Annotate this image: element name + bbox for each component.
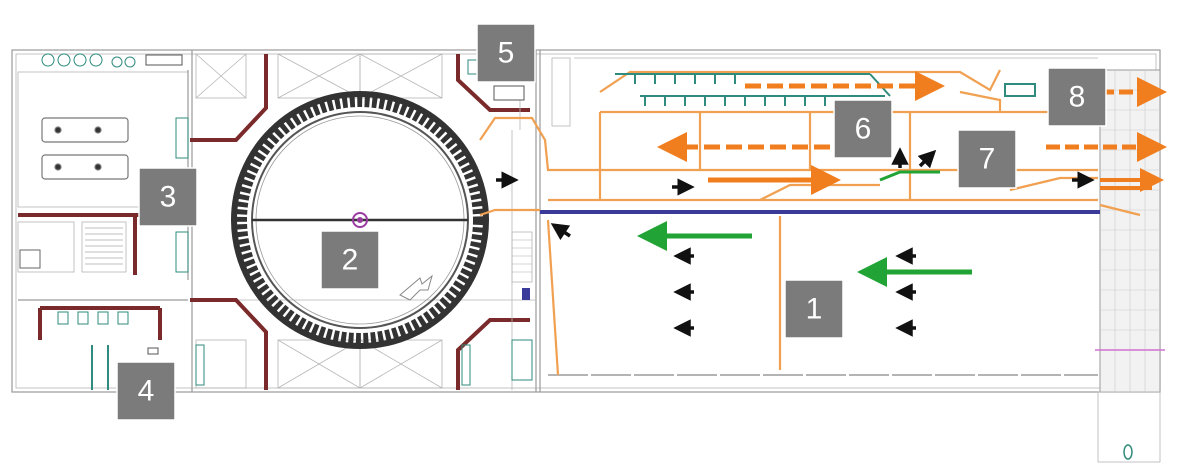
toilet-block: [38, 306, 162, 390]
svg-text:2: 2: [342, 244, 359, 277]
green-flow-arrows: [637, 221, 972, 287]
zone-badge-7: 7: [957, 129, 1017, 189]
zone-badge-3: 3: [138, 167, 198, 227]
production-hall: [479, 57, 1141, 376]
central-hall: [148, 50, 536, 392]
stairs: [85, 227, 123, 265]
zone-badge-8: 8: [1047, 67, 1107, 127]
svg-text:6: 6: [855, 113, 872, 146]
orange-flow-arrows: [657, 71, 1167, 195]
zone-badge-4: 4: [116, 361, 176, 421]
storage-racks: [615, 73, 1036, 106]
left-rooms: [17, 53, 189, 390]
black-direction-arrows: [496, 147, 1095, 337]
svg-text:1: 1: [806, 293, 823, 326]
zone-badge-1: 1: [784, 279, 844, 339]
svg-text:8: 8: [1069, 81, 1086, 114]
svg-text:3: 3: [160, 181, 177, 214]
zone-badge-5: 5: [476, 23, 536, 101]
small-tanks: [41, 53, 183, 68]
tanks: [41, 117, 129, 180]
svg-text:5: 5: [498, 37, 515, 70]
svg-text:4: 4: [138, 375, 155, 408]
zone-badge-2: 2: [320, 230, 380, 290]
svg-text:7: 7: [979, 143, 996, 176]
zone-badge-6: 6: [833, 99, 893, 159]
building-outline: [11, 49, 1165, 463]
